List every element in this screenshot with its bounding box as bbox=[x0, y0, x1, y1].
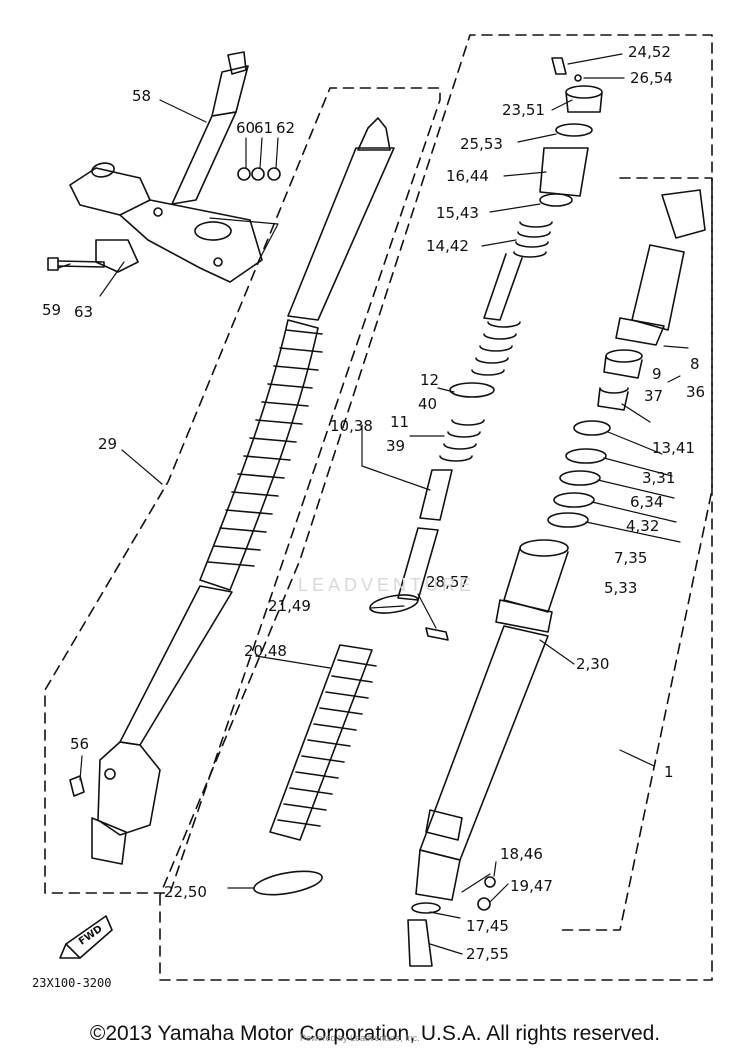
left-fork-leg bbox=[69, 117, 395, 865]
label-56: 56 bbox=[70, 735, 90, 753]
label-37: 37 bbox=[644, 387, 664, 405]
fwd-arrow-icon bbox=[59, 915, 113, 959]
label-23-51: 23,51 bbox=[502, 101, 545, 119]
watermark: LEADVENTURE bbox=[298, 575, 476, 595]
label-24-52: 24,52 bbox=[628, 43, 671, 61]
outer-tube-parts bbox=[547, 189, 706, 528]
fork-exploded-diagram bbox=[44, 34, 713, 981]
label-4-32: 4,32 bbox=[626, 517, 660, 535]
damper-parts bbox=[397, 57, 603, 601]
right-fork-leg bbox=[415, 539, 569, 901]
inner-fork-boot bbox=[269, 644, 377, 841]
label-7-35: 7,35 bbox=[614, 549, 648, 567]
label-36: 36 bbox=[686, 383, 706, 401]
label-6-34: 6,34 bbox=[630, 493, 664, 511]
label-14-42: 14,42 bbox=[426, 237, 469, 255]
label-61: 61 bbox=[254, 119, 274, 137]
right-fork-group-outline bbox=[559, 177, 713, 931]
label-60: 60 bbox=[236, 119, 256, 137]
label-5-33: 5,33 bbox=[604, 579, 638, 597]
watermark-small: Powered by Leadventure, Inc. bbox=[300, 1033, 420, 1043]
label-63: 63 bbox=[74, 303, 94, 321]
label-22-50: 22,50 bbox=[164, 883, 207, 901]
label-27-55: 27,55 bbox=[466, 945, 509, 963]
label-28-57: 28,57 bbox=[426, 573, 469, 591]
boot-clamp-upper bbox=[369, 594, 449, 641]
label-13-41: 13,41 bbox=[652, 439, 695, 457]
label-40: 40 bbox=[418, 395, 438, 413]
copyright-footer: ©2013 Yamaha Motor Corporation, U.S.A. A… bbox=[89, 1022, 661, 1045]
label-26-54: 26,54 bbox=[630, 69, 673, 87]
label-29: 29 bbox=[98, 435, 118, 453]
label-25-53: 25,53 bbox=[460, 135, 503, 153]
label-62: 62 bbox=[276, 119, 296, 137]
label-9: 9 bbox=[652, 365, 662, 383]
leader-lines bbox=[57, 53, 689, 955]
label-19-47: 19,47 bbox=[510, 877, 553, 895]
label-8: 8 bbox=[690, 355, 700, 373]
label-20-48: 20,48 bbox=[244, 642, 287, 660]
clamp-bolt bbox=[47, 239, 139, 273]
left-fork-group-outline bbox=[44, 87, 441, 894]
inner-parts-group-outline bbox=[159, 34, 713, 981]
label-11: 11 bbox=[390, 413, 410, 431]
label-10-38: 10,38 bbox=[330, 417, 373, 435]
axle-holder-parts bbox=[407, 876, 496, 967]
label-1: 1 bbox=[664, 763, 674, 781]
label-3-31: 3,31 bbox=[642, 469, 676, 487]
label-59: 59 bbox=[42, 301, 62, 319]
label-18-46: 18,46 bbox=[500, 845, 543, 863]
label-58: 58 bbox=[132, 87, 152, 105]
label-17-45: 17,45 bbox=[466, 917, 509, 935]
label-39: 39 bbox=[386, 437, 406, 455]
label-12: 12 bbox=[420, 371, 440, 389]
label-2-30: 2,30 bbox=[576, 655, 610, 673]
label-16-44: 16,44 bbox=[446, 167, 489, 185]
crown-nuts bbox=[237, 167, 281, 181]
label-21-49: 21,49 bbox=[268, 597, 311, 615]
label-15-43: 15,43 bbox=[436, 204, 479, 222]
diagram-code: 23X100-3200 bbox=[32, 976, 112, 990]
boot-clamp-lower bbox=[253, 870, 323, 896]
steering-stem-assembly bbox=[69, 51, 263, 283]
